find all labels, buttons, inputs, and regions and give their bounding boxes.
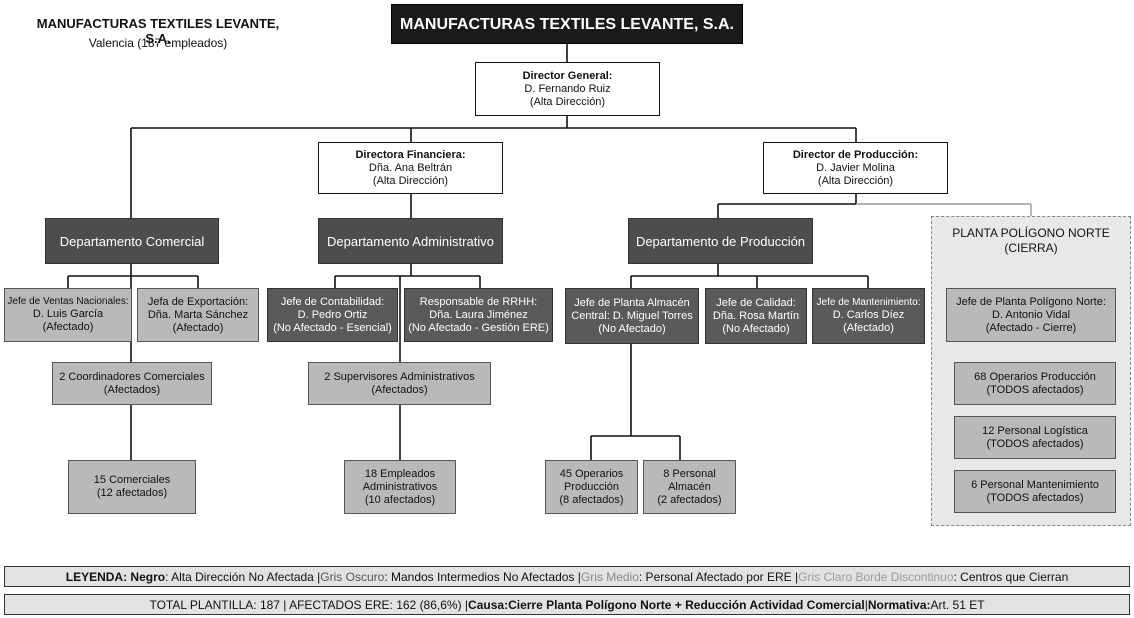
jefe-mantenimiento-box: Jefe de Mantenimiento: D. Carlos Díez (A… bbox=[812, 288, 925, 344]
director-general-level: (Alta Dirección) bbox=[529, 95, 606, 108]
closing-plant-title: PLANTA POLÍGONO NORTE (CIERRA) bbox=[952, 226, 1110, 255]
dept-administrativo: Departamento Administrativo bbox=[318, 218, 503, 264]
director-general-box: Director General: D. Fernando Ruiz (Alta… bbox=[475, 62, 660, 116]
jefe-calidad-box: Jefe de Calidad: Dña. Rosa Martín (No Af… bbox=[705, 288, 807, 344]
legend-title: LEYENDA: bbox=[65, 569, 128, 584]
responsable-rrhh-box: Responsable de RRHH: Dña. Laura Jiménez … bbox=[404, 288, 553, 342]
jefa-exportacion-box: Jefa de Exportación: Dña. Marta Sánchez … bbox=[137, 288, 259, 342]
company-subtitle: Valencia (187 empleados) bbox=[88, 36, 228, 50]
jefe-ventas-box: Jefe de Ventas Nacionales: D. Luis Garcí… bbox=[4, 288, 132, 342]
company-name: MANUFACTURAS TEXTILES LEVANTE, S.A. bbox=[36, 16, 280, 46]
operarios-planta-box: 68 Operarios Producción (TODOS afectados… bbox=[954, 362, 1116, 405]
jefe-contabilidad-box: Jefe de Contabilidad: D. Pedro Ortiz (No… bbox=[267, 288, 398, 342]
legend-bar: LEYENDA: Negro: Alta Dirección No Afecta… bbox=[4, 566, 1130, 587]
coordinadores-comerciales-box: 2 Coordinadores Comerciales (Afectados) bbox=[52, 362, 212, 405]
header-box: MANUFACTURAS TEXTILES LEVANTE, S.A. bbox=[391, 4, 743, 44]
director-produccion-box: Director de Producción: D. Javier Molina… bbox=[763, 142, 948, 194]
director-general-name: D. Fernando Ruiz bbox=[524, 82, 611, 95]
supervisores-administrativos-box: 2 Supervisores Administrativos (Afectado… bbox=[308, 362, 491, 405]
operarios-produccion-box: 45 Operarios Producción (8 afectados) bbox=[545, 460, 638, 514]
jefe-planta-almacen-box: Jefe de Planta Almacén Central: D. Migue… bbox=[565, 288, 699, 344]
dept-comercial: Departamento Comercial bbox=[45, 218, 219, 264]
personal-almacen-box: 8 Personal Almacén (2 afectados) bbox=[643, 460, 736, 514]
mantenimiento-planta-box: 6 Personal Mantenimiento (TODOS afectado… bbox=[954, 470, 1116, 513]
director-general-role: Director General: bbox=[522, 69, 613, 82]
directora-financiera-box: Directora Financiera: Dña. Ana Beltrán (… bbox=[318, 142, 503, 194]
dept-produccion: Departamento de Producción bbox=[628, 218, 813, 264]
jefe-planta-poligono-box: Jefe de Planta Polígono Norte: D. Antoni… bbox=[946, 288, 1116, 342]
summary-bar: TOTAL PLANTILLA: 187 | AFECTADOS ERE: 16… bbox=[4, 594, 1130, 615]
comerciales-box: 15 Comerciales (12 afectados) bbox=[68, 460, 196, 514]
logistica-planta-box: 12 Personal Logística (TODOS afectados) bbox=[954, 416, 1116, 459]
empleados-administrativos-box: 18 Empleados Administrativos (10 afectad… bbox=[344, 460, 456, 514]
